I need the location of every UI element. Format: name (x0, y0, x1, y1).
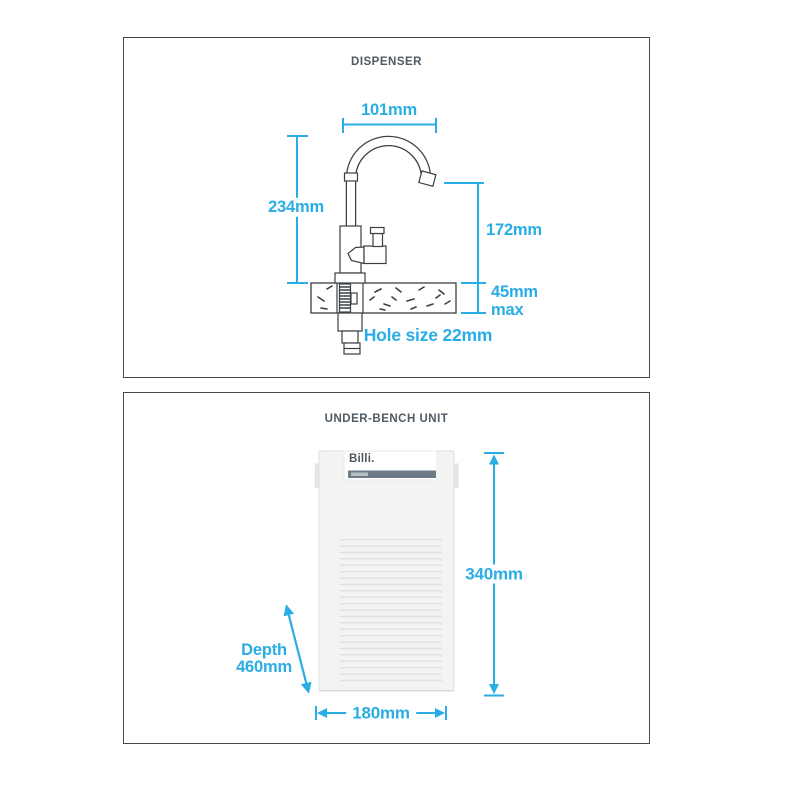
bench-texture (317, 285, 451, 311)
right-mounting-tab (453, 463, 459, 488)
height-dimension-caps (484, 452, 504, 697)
dispenser-panel-title: DISPENSER (351, 56, 422, 68)
dim-spout-reach-label: 101mm (361, 101, 417, 119)
bench-thickness-value: 45mm (491, 283, 538, 301)
model-strip-text-hint (351, 472, 368, 476)
vent-louvers (340, 539, 442, 686)
bench-thickness-note: max (491, 300, 524, 319)
base-flange (334, 272, 366, 284)
spout-tip (418, 170, 437, 187)
dispenser-panel: DISPENSER (123, 37, 650, 378)
depth-value-label: 460mm (236, 658, 292, 677)
spout-reach-dimension (342, 118, 437, 133)
model-strip (348, 470, 436, 478)
depth-dimension-label: Depth 460mm (236, 641, 292, 677)
hole-size-label: Hole size 22mm (363, 325, 493, 345)
mounting-shank (336, 282, 364, 355)
width-dimension-caps (315, 706, 447, 720)
under-bench-panel: UNDER-BENCH UNIT (123, 392, 650, 744)
dim-unit-height-label: 340mm (462, 564, 526, 584)
bench-cross-section (310, 282, 457, 314)
gooseneck-spout (343, 135, 437, 228)
tap-handle (347, 226, 387, 265)
dim-spout-clearance-label: 172mm (486, 221, 542, 239)
dim-unit-width-label: 180mm (346, 703, 416, 723)
under-bench-diagram (283, 450, 504, 720)
dispenser-diagram (287, 118, 486, 355)
under-bench-panel-title: UNDER-BENCH UNIT (324, 413, 449, 425)
dim-overall-height-label: 234mm (265, 197, 327, 217)
riser-collar (343, 172, 359, 182)
depth-label: Depth (241, 641, 287, 659)
clearance-and-bench-dimension (444, 182, 486, 314)
under-bench-unit-body (315, 450, 459, 692)
depth-dimension-arrow (283, 604, 312, 694)
billi-logo: Billi. (349, 453, 375, 465)
